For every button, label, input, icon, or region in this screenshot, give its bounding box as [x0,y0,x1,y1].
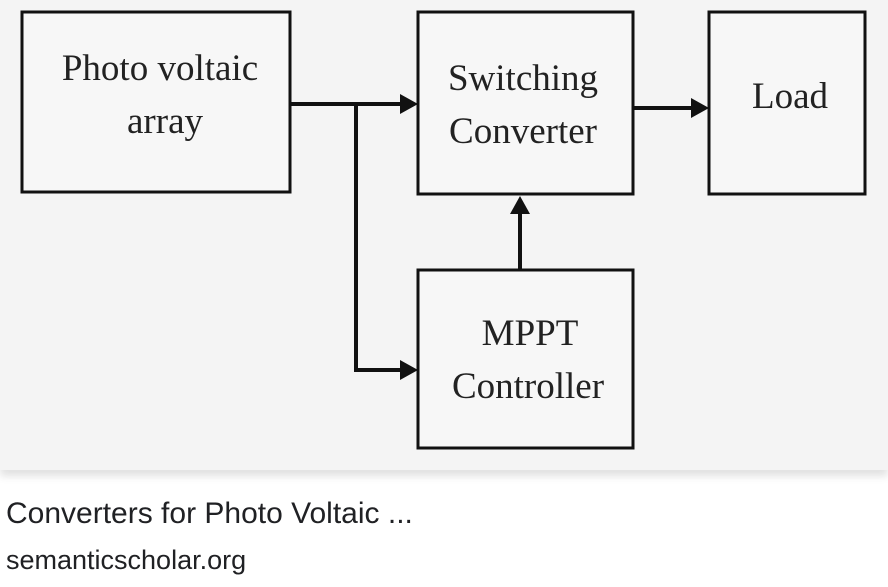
load-block: Load [707,10,867,196]
arrow-mppt-to-converter [510,196,530,270]
result-source-domain[interactable]: semanticscholar.org [6,545,247,575]
arrow-pv-to-mppt [354,102,418,380]
result-thumbnail[interactable]: Photo voltaic array Switching Converter … [0,0,888,470]
converter-label-line2: Converter [449,111,597,152]
converter-label-line1: Switching [448,58,598,99]
arrow-converter-to-load [633,98,709,118]
mppt-controller-block: MPPT Controller [416,268,635,450]
result-title-link[interactable]: Converters for Photo Voltaic ... [6,497,413,530]
pv-array-block: Photo voltaic array [20,10,292,194]
switching-converter-block: Switching Converter [416,10,635,196]
pv-array-label-line1: Photo voltaic [62,48,258,89]
block-diagram: Photo voltaic array Switching Converter … [20,10,867,450]
mppt-label-line1: MPPT [482,313,579,354]
pv-array-label-line2: array [127,101,203,142]
mppt-label-line2: Controller [452,366,604,407]
load-label: Load [752,76,829,117]
arrow-pv-to-converter [290,94,418,114]
